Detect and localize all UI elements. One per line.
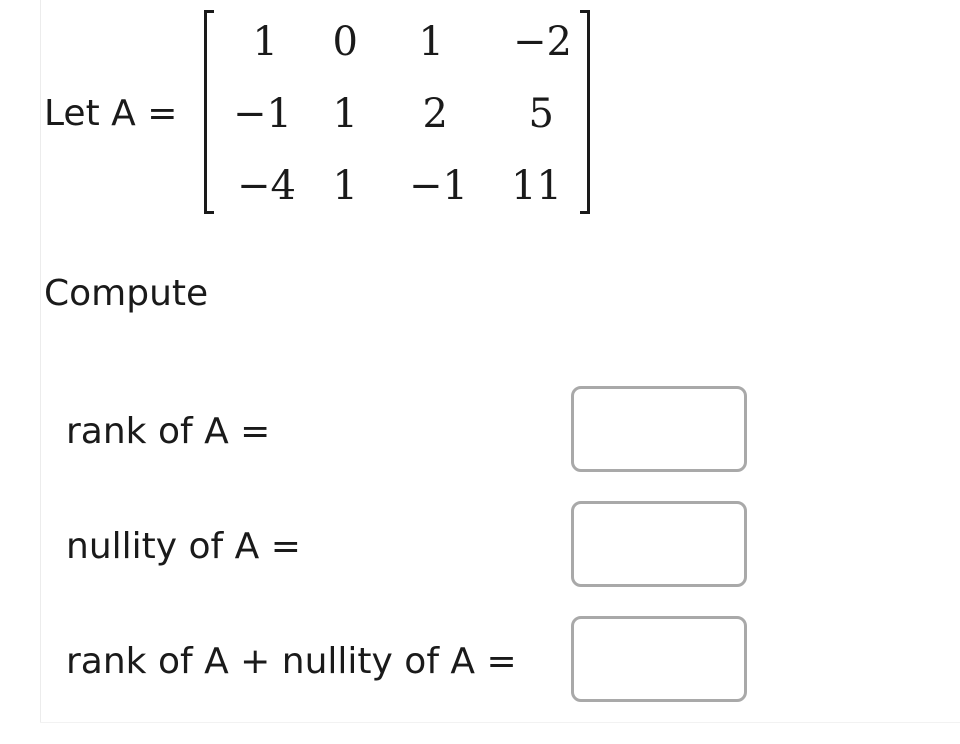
matrix-cell-r3-c1: −4 <box>237 163 296 209</box>
page-left-border <box>40 0 41 722</box>
rank-plus-nullity-answer-input[interactable] <box>571 616 747 702</box>
matrix-cell-r1-c3: 1 <box>418 19 444 65</box>
matrix-cell-r3-c4: 11 <box>511 163 562 209</box>
rank-plus-nullity-label: rank of A + nullity of A = <box>66 641 517 682</box>
matrix-right-bracket <box>580 10 590 214</box>
matrix-left-bracket <box>204 10 214 214</box>
matrix-cell-r1-c4: −2 <box>513 19 572 65</box>
rank-answer-input[interactable] <box>571 386 747 472</box>
page-bottom-border <box>40 722 960 723</box>
matrix-cell-r1-c2: 0 <box>332 19 358 65</box>
nullity-answer-input[interactable] <box>571 501 747 587</box>
matrix-cell-r3-c2: 1 <box>332 163 358 209</box>
matrix-cell-r3-c3: −1 <box>409 163 468 209</box>
matrix-cell-r2-c2: 1 <box>332 91 358 137</box>
matrix-cell-r2-c3: 2 <box>422 91 448 137</box>
matrix-cell-r1-c1: 1 <box>252 19 278 65</box>
matrix-cell-r2-c4: 5 <box>528 91 554 137</box>
matrix-a: 1 0 1 −2 −1 1 2 5 −4 1 −1 11 <box>204 10 590 216</box>
rank-label: rank of A = <box>66 411 271 452</box>
let-a-label: Let A = <box>44 93 178 134</box>
nullity-label: nullity of A = <box>66 526 301 567</box>
compute-heading: Compute <box>44 273 209 314</box>
matrix-cell-r2-c1: −1 <box>233 91 292 137</box>
